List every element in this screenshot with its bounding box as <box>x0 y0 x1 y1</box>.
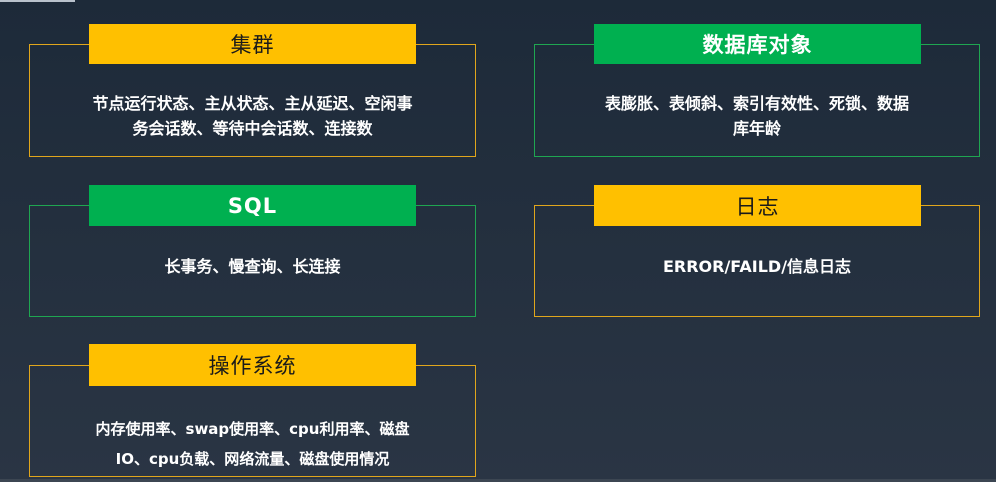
card-os-line-2: IO、cpu负载、网络流量、磁盘使用情况 <box>115 450 390 468</box>
card-cluster-title: 集群 <box>89 24 416 64</box>
card-db-objects-title: 数据库对象 <box>594 24 921 64</box>
card-sql-line-1: 长事务、慢查询、长连接 <box>164 257 341 276</box>
bottom-edge-strip <box>0 479 996 482</box>
card-cluster-body: 节点运行状态、主从状态、主从延迟、空闲事 务会话数、等待中会话数、连接数 <box>30 91 475 141</box>
card-cluster-line-1: 节点运行状态、主从状态、主从延迟、空闲事 <box>92 94 413 113</box>
card-log-title: 日志 <box>594 185 921 226</box>
card-os-line-1: 内存使用率、swap使用率、cpu利用率、磁盘 <box>95 420 410 438</box>
top-edge-strip <box>0 0 75 2</box>
card-db-objects-line-1: 表膨胀、表倾斜、索引有效性、死锁、数据 <box>604 94 909 113</box>
card-sql-title: SQL <box>89 185 416 226</box>
card-cluster-line-2: 务会话数、等待中会话数、连接数 <box>132 119 373 138</box>
card-db-objects-line-2: 库年龄 <box>732 119 781 138</box>
card-log-line-1: ERROR/FAILD/信息日志 <box>662 257 852 276</box>
card-sql-body: 长事务、慢查询、长连接 <box>30 254 475 279</box>
card-os-body: 内存使用率、swap使用率、cpu利用率、磁盘 IO、cpu负载、网络流量、磁盘… <box>30 414 475 474</box>
card-db-objects-body: 表膨胀、表倾斜、索引有效性、死锁、数据 库年龄 <box>535 91 979 141</box>
card-os-title: 操作系统 <box>89 344 416 386</box>
card-log-body: ERROR/FAILD/信息日志 <box>535 254 979 279</box>
